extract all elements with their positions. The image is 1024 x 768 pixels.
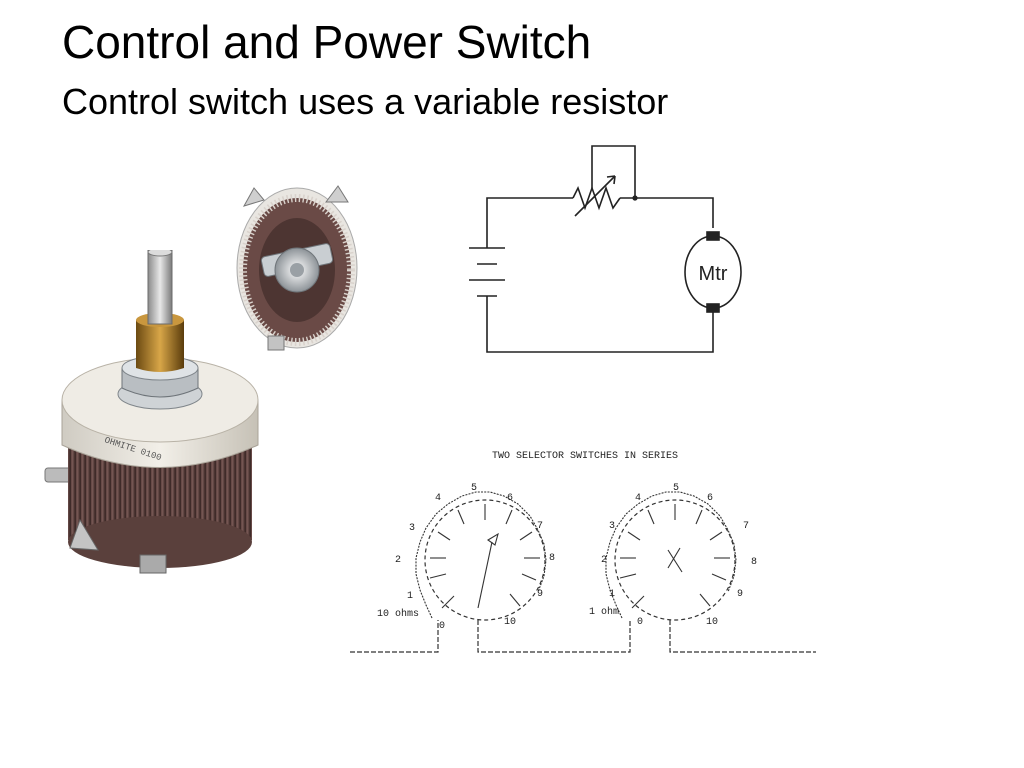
right-switch-position-5: 5 [673,483,679,494]
right-switch-position-2: 2 [601,555,607,566]
left-switch-position-8: 8 [549,553,555,564]
right-switch-position-0: 0 [637,617,643,628]
selector-diagram-caption: TWO SELECTOR SWITCHES IN SERIES [492,451,678,462]
left-switch-position-3: 3 [409,523,415,534]
left-selector-switch: 0 1 2 3 4 5 6 7 8 9 10 10 ohms [377,483,555,632]
right-switch-rating: 1 ohm [589,606,619,618]
left-switch-position-0: 0 [439,621,445,632]
right-switch-position-9: 9 [737,589,743,600]
right-selector-switch: 0 1 2 3 4 5 6 7 8 9 10 1 ohm [589,483,757,628]
left-switch-position-5: 5 [471,483,477,494]
left-switch-position-7: 7 [537,521,543,532]
left-switch-position-6: 6 [507,493,513,504]
rheostat-photo-small [236,185,358,351]
left-switch-position-1: 1 [407,591,413,602]
motor-circuit-schematic: Mtr [469,145,742,353]
left-switch-position-9: 9 [537,589,543,600]
right-switch-position-7: 7 [743,521,749,532]
right-switch-position-4: 4 [635,493,641,504]
right-switch-position-3: 3 [609,521,615,532]
right-switch-position-1: 1 [609,589,615,600]
rheostat-photo-large: OHMITE 0100 [44,250,259,574]
motor-label: Mtr [699,263,728,285]
slide-title: Control and Power Switch [62,16,592,68]
right-switch-position-6: 6 [707,493,713,504]
slide-subtitle: Control switch uses a variable resistor [62,81,669,122]
left-switch-position-2: 2 [395,555,401,566]
selector-switches-diagram: TWO SELECTOR SWITCHES IN SERIES 0 1 2 3 … [350,451,816,653]
left-switch-position-10: 10 [504,617,516,628]
left-switch-rating: 10 ohms [377,608,419,620]
right-switch-position-10: 10 [706,617,718,628]
right-switch-position-8: 8 [751,557,757,568]
left-switch-position-4: 4 [435,493,441,504]
